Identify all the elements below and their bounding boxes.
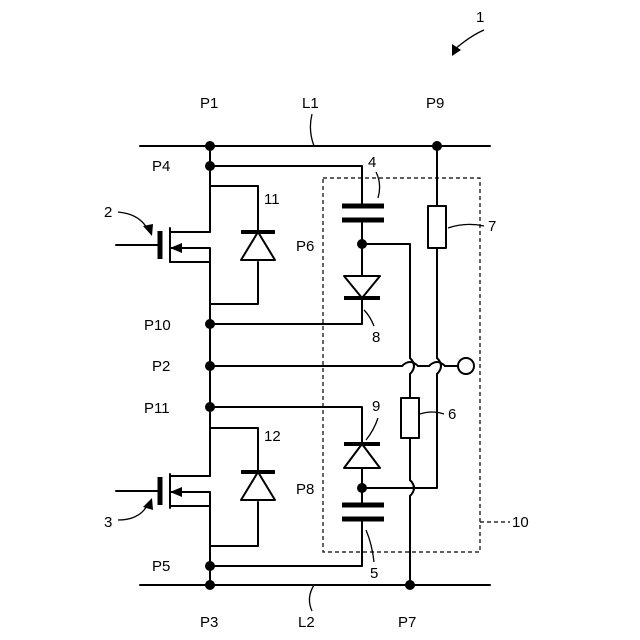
- rail-l1-label: L1: [302, 95, 319, 112]
- lower-body-diode-wires: [210, 428, 258, 546]
- figure-ref-label: 1: [476, 9, 484, 26]
- p2-hop-7: [429, 362, 445, 366]
- resistor-7: [428, 206, 446, 248]
- diode-9-triangle: [344, 444, 380, 468]
- resistor7-to-p8: [362, 374, 437, 488]
- label-p3: P3: [200, 614, 218, 631]
- diode-8-triangle: [344, 276, 380, 298]
- transistor-3-label: 3: [104, 514, 112, 531]
- transistor-2-leader: [118, 212, 148, 230]
- label-p10: P10: [144, 317, 171, 334]
- resistor-7-leader: [448, 224, 484, 228]
- rail-l2-leader: [309, 585, 314, 611]
- node-p8: [357, 483, 367, 493]
- p11-to-diode9: [210, 407, 362, 444]
- label-p9: P9: [426, 95, 444, 112]
- label-p1: P1: [200, 95, 218, 112]
- label-p5: P5: [152, 558, 170, 575]
- upper-transistor-channel: [170, 228, 210, 276]
- diode-8-label: 8: [372, 329, 380, 346]
- crossover-wire7-p2: [437, 358, 441, 374]
- diode-9-label: 9: [372, 398, 380, 415]
- node-p3: [205, 580, 215, 590]
- p2-hop-6: [402, 362, 418, 366]
- cap5-to-p5: [210, 521, 362, 566]
- node-p7: [405, 580, 415, 590]
- diode-11-label: 11: [264, 191, 280, 208]
- node-p10: [205, 319, 215, 329]
- upper-transistor-arrow: [170, 243, 182, 253]
- resistor-7-label: 7: [488, 218, 496, 235]
- rail-l2-label: L2: [298, 614, 315, 631]
- capacitor-5-label: 5: [370, 565, 378, 582]
- resistor-6-leader: [420, 412, 444, 414]
- diode-9-leader: [366, 418, 378, 440]
- lower-transistor-arrow: [170, 487, 182, 497]
- node-p11: [205, 402, 215, 412]
- capacitor-4-label: 4: [368, 154, 376, 171]
- resistor-6-label: 6: [448, 406, 456, 423]
- node-p5: [205, 561, 215, 571]
- node-p6: [357, 239, 367, 249]
- upper-body-diode-triangle: [241, 232, 275, 260]
- crossover-wire6-p2: [410, 358, 414, 374]
- rail-l1-leader: [310, 114, 314, 146]
- figure-ref-leader: [454, 30, 484, 50]
- label-p8: P8: [296, 481, 314, 498]
- module-10-label: 10: [512, 514, 529, 531]
- label-p2: P2: [152, 358, 170, 375]
- capacitor-4-leader: [376, 172, 380, 198]
- label-p11: P11: [144, 400, 170, 417]
- p2-output-terminal: [458, 358, 474, 374]
- diode8-to-p10: [210, 298, 362, 324]
- p6-right-wire: [362, 244, 410, 358]
- resistor-6: [401, 398, 419, 438]
- node-p1: [205, 141, 215, 151]
- node-p4: [205, 161, 215, 171]
- diode-12-label: 12: [264, 428, 281, 445]
- transistor-3-leader: [118, 504, 148, 520]
- diode-8-leader: [364, 310, 374, 326]
- label-p6: P6: [296, 238, 314, 255]
- lower-body-diode-triangle: [241, 472, 275, 500]
- transistor-3-arrowhead: [143, 498, 153, 510]
- transistor-2-arrowhead: [143, 224, 153, 236]
- node-p2: [205, 361, 215, 371]
- label-p4: P4: [152, 158, 170, 175]
- label-p7: P7: [398, 614, 416, 631]
- transistor-2-label: 2: [104, 204, 112, 221]
- capacitor-5-leader: [366, 530, 374, 562]
- node-p9: [432, 141, 442, 151]
- lower-transistor-channel: [170, 474, 210, 520]
